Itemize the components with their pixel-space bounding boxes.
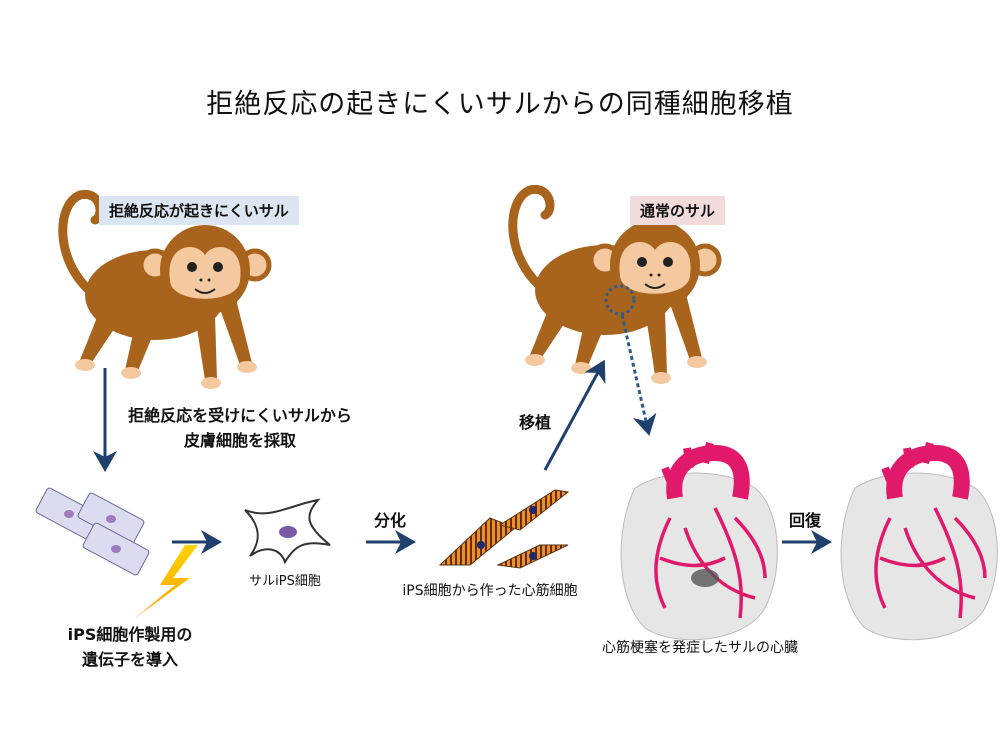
ips-cell-label: サルiPS細胞 xyxy=(249,574,321,589)
harvest-text-line1: 拒絶反応を受けにくいサルから xyxy=(128,406,352,425)
gene-text-line1: iPS細胞作製用の xyxy=(67,625,193,644)
page-title: 拒絶反応の起きにくいサルからの同種細胞移植 xyxy=(206,89,794,120)
skin-cells xyxy=(35,487,150,576)
recipient-monkey-tag: 通常のサル xyxy=(630,196,726,225)
transplant-label: 移植 xyxy=(518,413,551,432)
cardiomyocyte-label: iPS細胞から作った心筋細胞 xyxy=(402,583,578,599)
infarct-heart-label: 心筋梗塞を発症したサルの心臓 xyxy=(602,640,798,656)
donor-monkey-tag: 拒絶反応が起きにくいサル xyxy=(99,196,299,225)
gene-text-line2: 遺伝子を導入 xyxy=(81,650,178,669)
differentiation-label: 分化 xyxy=(373,511,406,530)
recovery-label: 回復 xyxy=(788,511,821,530)
harvest-text-line2: 皮膚細胞を採取 xyxy=(183,431,296,450)
